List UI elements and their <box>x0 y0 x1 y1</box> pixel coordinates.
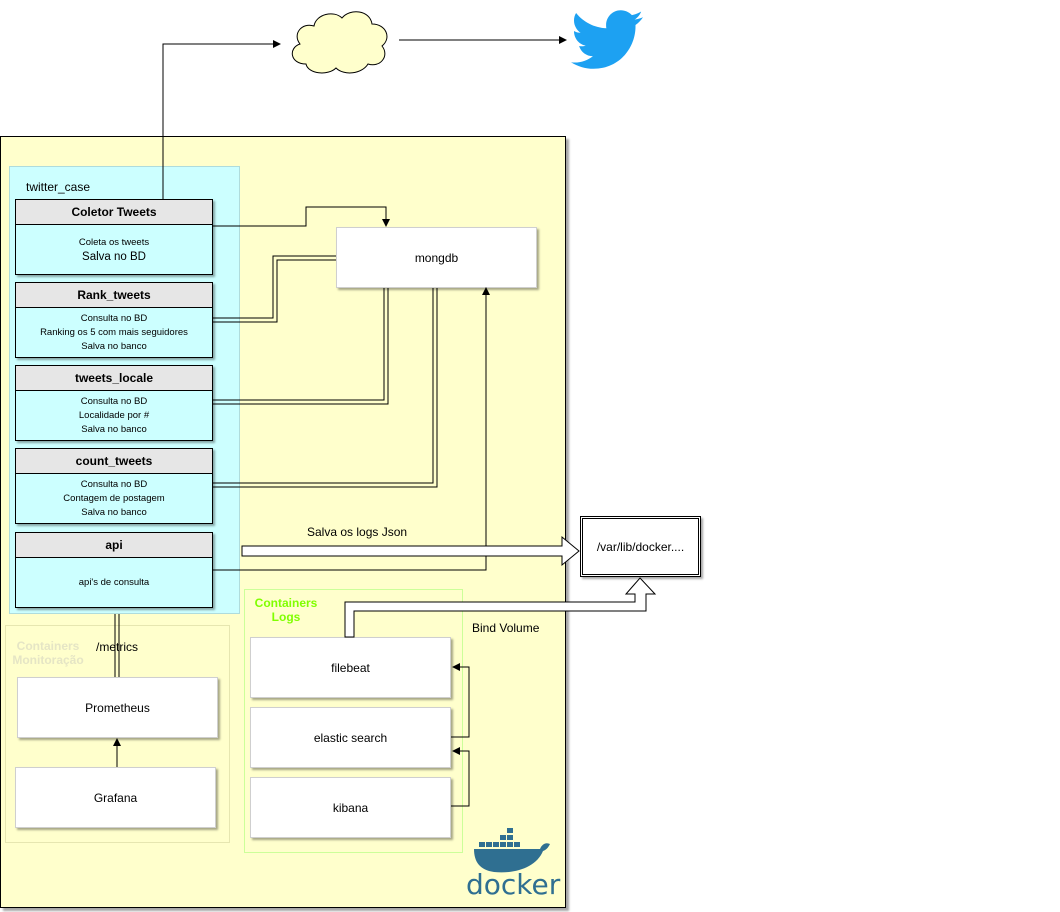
bind-volume-label: Bind Volume <box>472 621 540 635</box>
kibana-to-elastic-line <box>451 747 470 807</box>
service-title: Coletor Tweets <box>16 200 212 225</box>
count-to-mongodb-link <box>213 288 438 488</box>
twitter-case-label: twitter_case <box>26 180 91 194</box>
cloud-icon <box>291 11 388 74</box>
service-rank-tweets[interactable]: Rank_tweets Consulta no BD Ranking os 5 … <box>15 282 213 358</box>
service-title: Rank_tweets <box>16 283 212 308</box>
service-line: Consulta no BD <box>80 479 148 490</box>
containers-logs-label: Containers Logs <box>254 596 318 624</box>
service-title: count_tweets <box>16 449 212 474</box>
bind-volume-arrow <box>344 577 657 638</box>
containers-monitoring-label: Containers Monitoração <box>12 639 84 667</box>
kibana-box[interactable]: kibana <box>250 777 451 838</box>
service-line: Ranking os 5 com mais seguidores <box>40 327 188 338</box>
service-api[interactable]: api api's de consulta <box>15 532 213 608</box>
coletor-to-mongodb-line <box>213 206 390 227</box>
service-line: Contagem de postagem <box>63 493 165 504</box>
service-line: Localidade por # <box>78 410 150 421</box>
logs-json-arrow <box>241 535 580 567</box>
service-line: Consulta no BD <box>80 396 148 407</box>
containers-monitoring-group <box>5 625 230 843</box>
service-coletor-tweets[interactable]: Coletor Tweets Coleta os tweets Salva no… <box>15 199 213 275</box>
var-lib-docker-box[interactable]: /var/lib/docker.... <box>580 516 701 577</box>
service-tweets-locale[interactable]: tweets_locale Consulta no BD Localidade … <box>15 365 213 441</box>
service-title: api <box>16 533 212 558</box>
api-to-mongodb-line <box>213 287 490 571</box>
docker-logo-text: docker <box>466 868 561 901</box>
metrics-label: /metrics <box>96 640 138 654</box>
prometheus-box[interactable]: Prometheus <box>17 677 218 738</box>
service-line: Salva no banco <box>81 507 147 518</box>
coletor-to-cloud-line <box>162 40 281 199</box>
elastic-to-filebeat-line <box>451 663 470 738</box>
rank-to-mongodb-link <box>213 255 336 323</box>
containers-logs-group <box>244 589 463 853</box>
service-count-tweets[interactable]: count_tweets Consulta no BD Contagem de … <box>15 448 213 524</box>
service-line: Coleta os tweets <box>78 237 150 248</box>
service-line: Salva no banco <box>81 424 147 435</box>
service-line: Salva no BD <box>82 251 146 263</box>
metrics-link <box>114 614 120 677</box>
grafana-box[interactable]: Grafana <box>15 767 216 828</box>
mongodb-box[interactable]: mongdb <box>336 227 537 288</box>
logs-json-label: Salva os logs Json <box>307 525 408 539</box>
twitter-bird-icon <box>571 10 643 69</box>
elastic-search-box[interactable]: elastic search <box>250 707 451 768</box>
locale-to-mongodb-link <box>213 288 389 405</box>
service-title: tweets_locale <box>16 366 212 391</box>
service-line: api's de consulta <box>78 577 150 588</box>
docker-whale-icon <box>474 828 550 873</box>
service-line: Salva no banco <box>81 341 147 352</box>
service-line: Consulta no BD <box>80 313 148 324</box>
filebeat-box[interactable]: filebeat <box>250 637 451 698</box>
